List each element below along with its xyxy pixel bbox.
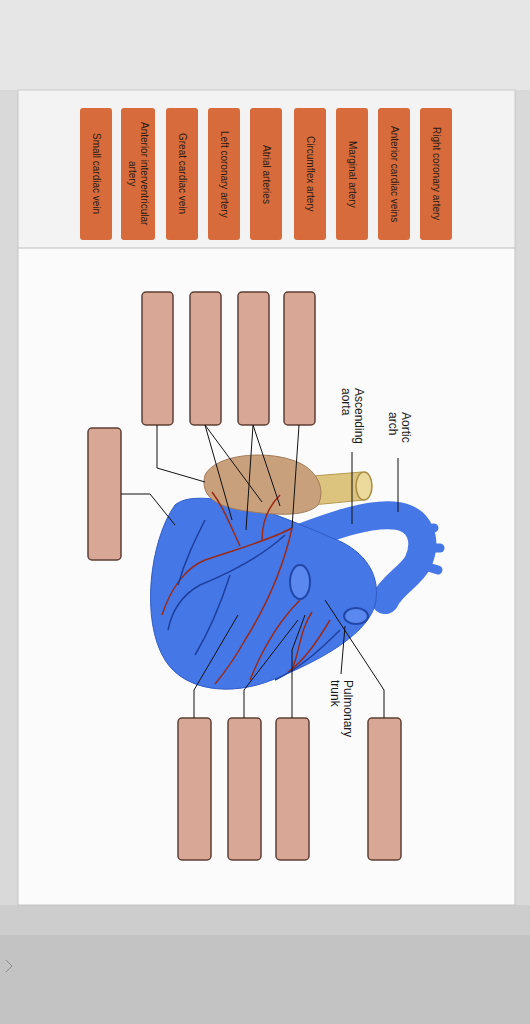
- leader-line: [205, 425, 262, 502]
- screen-top: [0, 0, 530, 90]
- drop-box: [142, 292, 173, 425]
- panel: [18, 90, 515, 905]
- screen-bottom: [0, 905, 530, 1024]
- term-text: Marginal artery: [346, 113, 358, 235]
- word-bank-tile: Anterior cardiac veins: [378, 108, 410, 240]
- desk-band: [0, 935, 530, 1024]
- leader-line: [292, 615, 305, 718]
- word-bank-tile: Atrial arteries: [250, 108, 282, 240]
- drop-targets: [88, 292, 401, 860]
- drop-box: [190, 292, 221, 425]
- veins: [168, 520, 340, 680]
- word-bank-tile: Right coronary artery: [420, 108, 452, 240]
- term-text: Circumflex artery: [304, 113, 316, 235]
- word-bank-tile: Left coronary artery: [208, 108, 240, 240]
- aortic-branch: [412, 528, 434, 532]
- vessel-opening: [356, 472, 372, 500]
- drop-box: [228, 718, 261, 860]
- vessel-opening: [344, 608, 368, 624]
- leader-line: [352, 452, 353, 524]
- leader-line: [157, 425, 205, 482]
- arteries: [162, 492, 330, 684]
- term-text: Atrial arteries: [260, 113, 272, 235]
- term-text: Small cardiac vein: [90, 113, 102, 235]
- word-bank-tile: Great cardiac vein: [166, 108, 198, 240]
- leader-line: [205, 425, 232, 520]
- heart: [151, 455, 440, 689]
- drop-box: [178, 718, 211, 860]
- term-text: Anterior cardiac veins: [388, 113, 400, 235]
- structure-label: Aortic arch: [386, 412, 412, 452]
- word-bank-tile: Small cardiac vein: [80, 108, 112, 240]
- drop-box: [238, 292, 269, 425]
- artery: [215, 528, 292, 684]
- divider: [18, 248, 515, 249]
- drop-box: [368, 718, 401, 860]
- vessel-opening: [290, 565, 310, 599]
- drop-box: [276, 718, 309, 860]
- drop-box: [88, 428, 121, 560]
- term-text: Great cardiac vein: [176, 113, 188, 235]
- drop-box: [284, 292, 315, 425]
- leader-line: [292, 425, 299, 528]
- vein: [168, 535, 285, 630]
- leader-lines: [121, 425, 398, 718]
- leader-line: [121, 494, 175, 525]
- word-bank-tile: Anterior interventricular artery: [121, 108, 155, 240]
- leader-line: [341, 626, 345, 674]
- aortic-branch: [418, 544, 440, 553]
- leader-line: [398, 458, 399, 512]
- term-text: Left coronary artery: [218, 113, 230, 235]
- structure-label: Pulmonary trunk: [328, 680, 354, 746]
- leader-line: [246, 425, 253, 530]
- leader-line: [253, 425, 280, 506]
- aortic-branch: [418, 564, 438, 570]
- word-bank-band: [19, 91, 514, 248]
- term-text: Anterior interventricular artery: [126, 113, 150, 235]
- leader-line: [244, 620, 298, 718]
- word-bank-tile: Marginal artery: [336, 108, 368, 240]
- vein: [195, 575, 230, 655]
- artery: [262, 495, 280, 540]
- vein: [178, 520, 205, 585]
- word-bank-tile: Circumflex artery: [294, 108, 326, 240]
- leader-line: [194, 615, 238, 718]
- structure-label: Ascending aorta: [339, 388, 365, 448]
- cursor-mark: [6, 960, 12, 972]
- term-text: Right coronary artery: [430, 113, 442, 235]
